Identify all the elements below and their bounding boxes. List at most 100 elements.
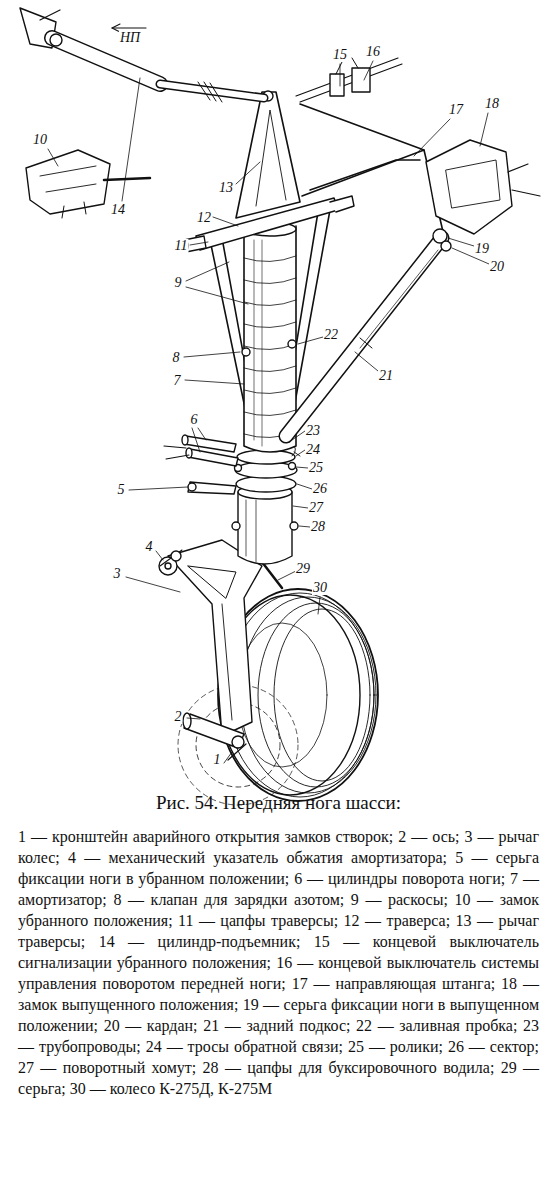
wheel-lever	[168, 540, 262, 736]
compression-indicator	[171, 551, 181, 561]
leader-line	[296, 450, 305, 456]
uplock	[104, 178, 150, 180]
turning-cylinders	[186, 448, 192, 458]
callout-number: 28	[310, 520, 326, 534]
callout-number: 30	[312, 581, 328, 595]
shock-absorber	[242, 348, 250, 356]
leader-line	[297, 484, 312, 489]
downlock	[446, 160, 500, 208]
callout-number: 9	[174, 276, 183, 290]
figure-title: Рис. 54. Передняя нога шасси:	[0, 792, 557, 814]
traverse-lever	[236, 92, 300, 218]
retract-shackle	[188, 483, 196, 491]
turning-cylinders	[182, 435, 188, 445]
wheel	[274, 609, 370, 781]
axle	[183, 713, 191, 729]
rear-strut	[360, 250, 438, 348]
leader-line	[318, 597, 320, 614]
rear-strut	[360, 338, 372, 348]
callout-number: 6	[190, 413, 199, 427]
lower-cylinder	[246, 500, 256, 562]
leader-line	[192, 428, 200, 452]
guide-rod	[300, 104, 424, 150]
shackle	[262, 562, 282, 588]
lifter-cylinder	[198, 82, 222, 102]
leader-line	[293, 506, 308, 508]
guide-rod	[302, 150, 444, 236]
lifter-cylinder	[40, 10, 60, 20]
callout-number: 22	[323, 328, 339, 342]
lifter-cylinder	[20, 8, 264, 102]
callout-number: 18	[484, 97, 500, 111]
downlock	[508, 164, 540, 196]
downlock	[426, 140, 540, 234]
leader-line	[190, 242, 208, 245]
lower-cylinder	[238, 492, 292, 564]
callout-number: 27	[308, 501, 324, 515]
leader-line	[48, 61, 489, 763]
turning-cylinders	[164, 435, 238, 466]
shock-absorber	[244, 226, 296, 452]
wheel-lever	[159, 540, 262, 736]
shock-absorber	[244, 410, 296, 416]
rear-strut	[286, 238, 442, 436]
leader-line	[122, 78, 140, 201]
callout-number: 29	[295, 562, 311, 576]
limit-switches	[300, 64, 402, 102]
callout-number: 13	[218, 181, 234, 195]
wheel-lever	[222, 604, 232, 720]
figure-caption: 1 — кронштейн аварийного открытия замков…	[18, 826, 539, 1099]
traverse	[330, 196, 354, 212]
lower-cylinder	[232, 522, 240, 530]
shock-absorber	[244, 256, 296, 262]
wheel	[178, 589, 378, 805]
callout-number: 1	[213, 753, 222, 767]
leader-line	[414, 119, 450, 156]
rear-strut	[286, 238, 442, 436]
uplock	[62, 202, 86, 218]
uplock	[40, 166, 96, 192]
compression-indicator	[160, 550, 182, 566]
cardan	[441, 241, 451, 251]
leader-line	[278, 571, 296, 580]
limit-switches	[330, 74, 344, 96]
wheel	[240, 597, 376, 793]
callout-number: 7	[173, 374, 182, 388]
shock-absorber	[254, 240, 262, 446]
leader-line	[480, 113, 488, 146]
callout-number: 10	[32, 133, 48, 147]
leader-line	[186, 287, 248, 304]
shock-absorber	[288, 340, 296, 348]
compression-indicator	[160, 550, 182, 566]
cardan	[433, 229, 451, 251]
uplock	[26, 150, 110, 214]
shock-absorber	[244, 278, 296, 284]
leader-line	[298, 337, 323, 344]
wheel-lever	[165, 563, 171, 569]
wheel-lever	[188, 566, 236, 598]
leader-line	[340, 64, 341, 86]
callout-number: 5	[117, 483, 126, 497]
swivel-collar	[289, 463, 296, 470]
guide-rod	[300, 104, 444, 236]
callout-number: 8	[172, 351, 181, 365]
uplock	[26, 150, 150, 218]
downlock	[426, 140, 512, 234]
leader-line	[129, 487, 188, 490]
callout-number: 25	[308, 461, 324, 475]
traverse-lever	[236, 91, 300, 218]
leader-line	[213, 217, 238, 226]
shock-absorber	[244, 256, 296, 438]
direction-label: НП	[119, 31, 141, 45]
retract-shackle	[188, 482, 236, 494]
callout-number: 15	[332, 48, 348, 62]
callout-number: 12	[196, 211, 212, 225]
lifter-cylinder	[50, 34, 62, 46]
leader-line	[448, 238, 474, 246]
leader-line	[299, 526, 310, 527]
guide-rod	[310, 160, 420, 190]
callout-number: 24	[305, 443, 321, 457]
leader-line	[292, 431, 305, 440]
axle	[232, 736, 244, 748]
